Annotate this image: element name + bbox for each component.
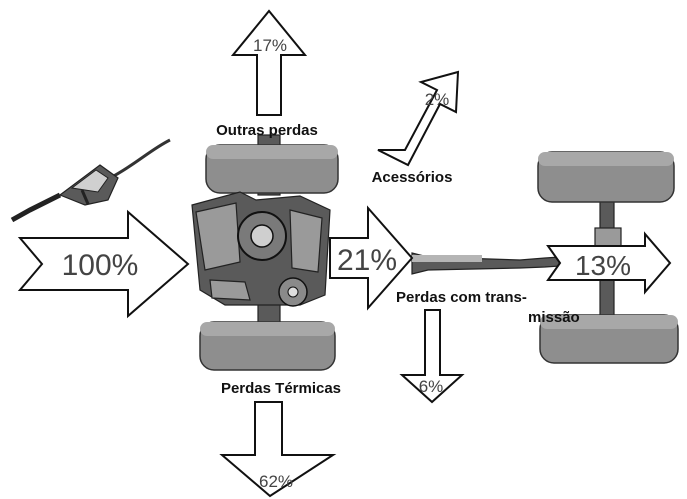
thermal-losses-label: Perdas Térmicas	[221, 380, 341, 397]
wheels-percent: 13%	[575, 250, 631, 281]
engine-output-percent: 21%	[337, 244, 397, 277]
rear-axle	[537, 151, 679, 364]
other-losses-label: Outras perdas	[216, 122, 318, 139]
engine-output-arrow	[329, 205, 414, 311]
front-axle	[199, 134, 339, 371]
input-arrow	[17, 209, 190, 319]
drive-shaft	[411, 252, 576, 275]
engine-icon	[191, 191, 331, 307]
transmission-label-line2: missão	[528, 309, 580, 326]
transmission-losses-arrow	[399, 309, 465, 404]
wheels-arrow	[546, 231, 672, 295]
accessories-label: Acessórios	[372, 169, 453, 186]
accessories-arrow	[377, 70, 460, 167]
thermal-losses-arrow	[219, 401, 337, 498]
other-losses-percent: 17%	[253, 36, 287, 55]
transmission-losses-percent: 6%	[419, 377, 444, 396]
input-percent: 100%	[62, 249, 139, 282]
fuel-nozzle-icon	[10, 138, 171, 223]
transmission-label-line1: Perdas com trans-	[396, 289, 527, 306]
other-losses-arrow	[230, 9, 308, 116]
accessories-percent: 2%	[425, 90, 450, 109]
thermal-losses-percent: 62%	[259, 472, 293, 491]
